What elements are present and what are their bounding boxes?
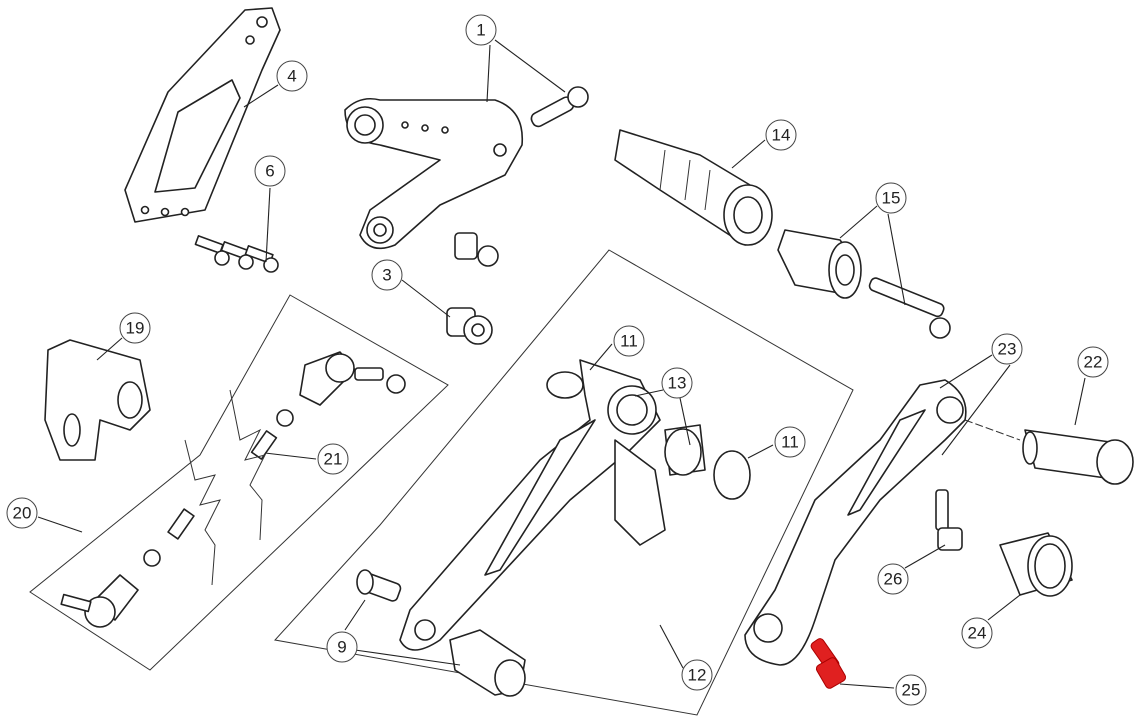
callout-13: 13 bbox=[661, 367, 693, 399]
part-25-pivot-bolt-highlighted bbox=[810, 638, 847, 689]
svg-text:6: 6 bbox=[265, 162, 274, 181]
callout-11-lower: 11 bbox=[774, 426, 806, 458]
callout-14: 14 bbox=[765, 119, 797, 151]
svg-text:19: 19 bbox=[126, 319, 145, 338]
svg-text:4: 4 bbox=[287, 67, 296, 86]
assembly-20-outline bbox=[29, 294, 449, 671]
callout-20: 20 bbox=[6, 497, 38, 529]
part-6-bolts bbox=[194, 235, 279, 273]
part-21-linkage-rod bbox=[60, 351, 406, 628]
callout-21: 21 bbox=[317, 443, 349, 475]
svg-text:21: 21 bbox=[324, 450, 343, 469]
svg-text:11: 11 bbox=[620, 332, 638, 351]
callout-25: 25 bbox=[895, 674, 927, 706]
callout-19: 19 bbox=[119, 312, 151, 344]
part-1-lever-arm bbox=[344, 86, 589, 250]
svg-text:9: 9 bbox=[337, 638, 346, 657]
svg-text:24: 24 bbox=[968, 624, 987, 643]
svg-text:12: 12 bbox=[688, 666, 707, 685]
svg-text:20: 20 bbox=[13, 504, 32, 523]
part-26-bolt bbox=[935, 489, 963, 551]
part-23-shift-lever bbox=[744, 379, 1021, 666]
svg-text:13: 13 bbox=[668, 374, 687, 393]
svg-text:22: 22 bbox=[1084, 353, 1103, 372]
svg-text:11: 11 bbox=[781, 433, 799, 452]
callout-15: 15 bbox=[875, 182, 907, 214]
callout-6: 6 bbox=[254, 155, 286, 187]
part-24-bushing bbox=[999, 532, 1073, 597]
svg-text:3: 3 bbox=[382, 266, 391, 285]
callout-3: 3 bbox=[371, 259, 403, 291]
callout-12: 12 bbox=[681, 659, 713, 691]
part-3-bolts bbox=[446, 232, 499, 345]
part-22-spacer-bolt bbox=[1022, 429, 1134, 485]
svg-text:14: 14 bbox=[772, 126, 791, 145]
svg-text:25: 25 bbox=[902, 681, 921, 700]
callout-22: 22 bbox=[1077, 346, 1109, 378]
svg-text:26: 26 bbox=[884, 570, 903, 589]
callout-11-upper: 11 bbox=[613, 325, 645, 357]
callout-24: 24 bbox=[961, 617, 993, 649]
part-4-bracket bbox=[124, 7, 281, 223]
svg-text:23: 23 bbox=[998, 340, 1017, 359]
part-12-brake-pedal bbox=[356, 359, 751, 697]
callout-23: 23 bbox=[991, 333, 1023, 365]
leader-lines bbox=[37, 39, 1086, 689]
callout-4: 4 bbox=[276, 60, 308, 92]
part-19-block bbox=[44, 339, 151, 461]
callout-1: 1 bbox=[465, 14, 497, 46]
callout-26: 26 bbox=[877, 563, 909, 595]
svg-text:15: 15 bbox=[882, 189, 901, 208]
callout-9: 9 bbox=[326, 631, 358, 663]
svg-text:1: 1 bbox=[476, 21, 485, 40]
part-15-peg-mount bbox=[777, 229, 951, 339]
part-14-footpeg bbox=[614, 129, 773, 246]
